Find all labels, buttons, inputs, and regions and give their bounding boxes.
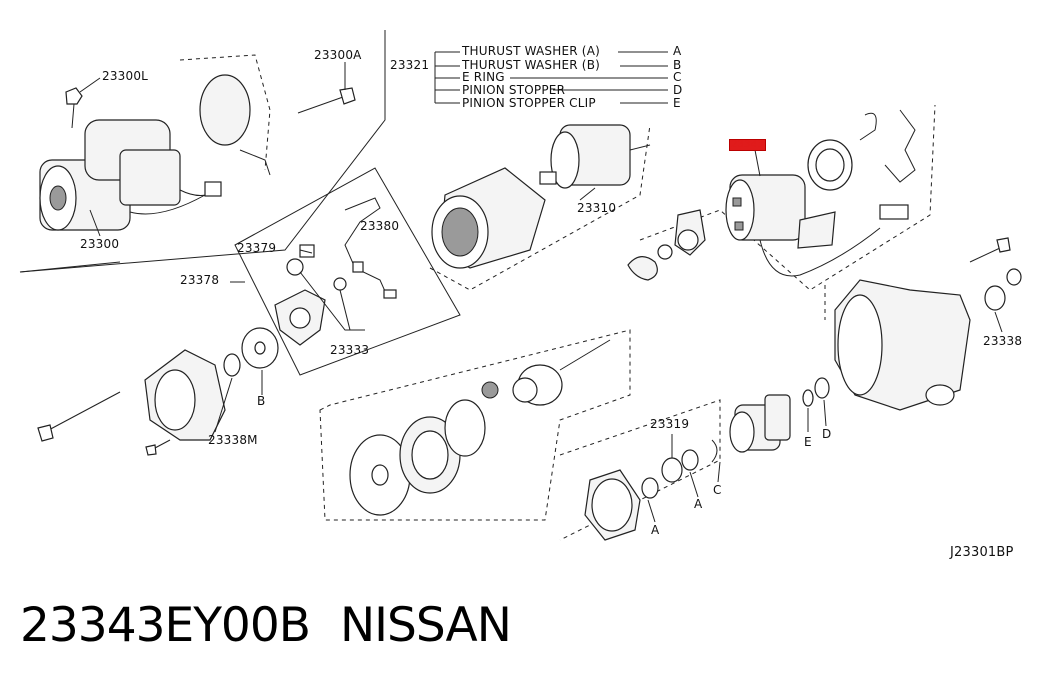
pinion-shaft — [481, 339, 611, 406]
label-23321: 23321 — [390, 58, 430, 72]
front-housing — [834, 279, 971, 411]
callout-e: E — [804, 435, 812, 449]
legend-key-a: A — [673, 44, 682, 58]
label-23333: 23333 — [330, 343, 370, 357]
rear-cover — [144, 349, 226, 441]
callout-a-lower: A — [651, 523, 660, 537]
part-number: 23343EY00B — [20, 598, 311, 653]
callout-c: C — [713, 483, 722, 497]
legend-key-c: C — [673, 70, 682, 84]
legend-thrust-washer-b: THURUST WASHER (B) — [462, 58, 601, 72]
diagram-code: J23301BP — [950, 545, 1014, 560]
label-23338: 23338 — [983, 334, 1023, 348]
legend-key-e: E — [673, 96, 681, 110]
armature — [539, 124, 651, 189]
highlighted-part-23343[interactable]: 23343 — [729, 139, 766, 151]
legend-pinion-stopper: PINION STOPPER — [462, 83, 566, 97]
starter-motor-assembly — [39, 119, 222, 231]
callout-b: B — [257, 394, 266, 408]
label-23378: 23378 — [180, 273, 220, 287]
label-23300a: 23300A — [314, 48, 362, 62]
solenoid-switch — [725, 174, 909, 277]
callout-d: D — [822, 427, 832, 441]
legend-thrust-washer-a: THURUST WASHER (A) — [462, 44, 600, 58]
legend-pinion-stopper-clip: PINION STOPPER CLIP — [462, 96, 596, 110]
label-23300: 23300 — [80, 237, 120, 251]
callout-a-upper: A — [694, 497, 703, 511]
label-23319: 23319 — [650, 417, 690, 431]
brush-holder-plate — [274, 289, 326, 346]
label-23379: 23379 — [237, 241, 277, 255]
brand-name: NISSAN — [340, 598, 512, 653]
legend-key-b: B — [673, 58, 682, 72]
legend-e-ring: E RING — [462, 70, 505, 84]
legend-key-d: D — [673, 83, 683, 97]
bolt-23300a-shape — [297, 87, 356, 114]
label-23300l: 23300L — [102, 69, 149, 83]
pinion-gear — [729, 394, 791, 453]
label-23338m: 23338M — [208, 433, 258, 447]
yoke-assembly — [431, 167, 546, 269]
label-23380: 23380 — [360, 219, 400, 233]
label-23310: 23310 — [577, 201, 617, 215]
